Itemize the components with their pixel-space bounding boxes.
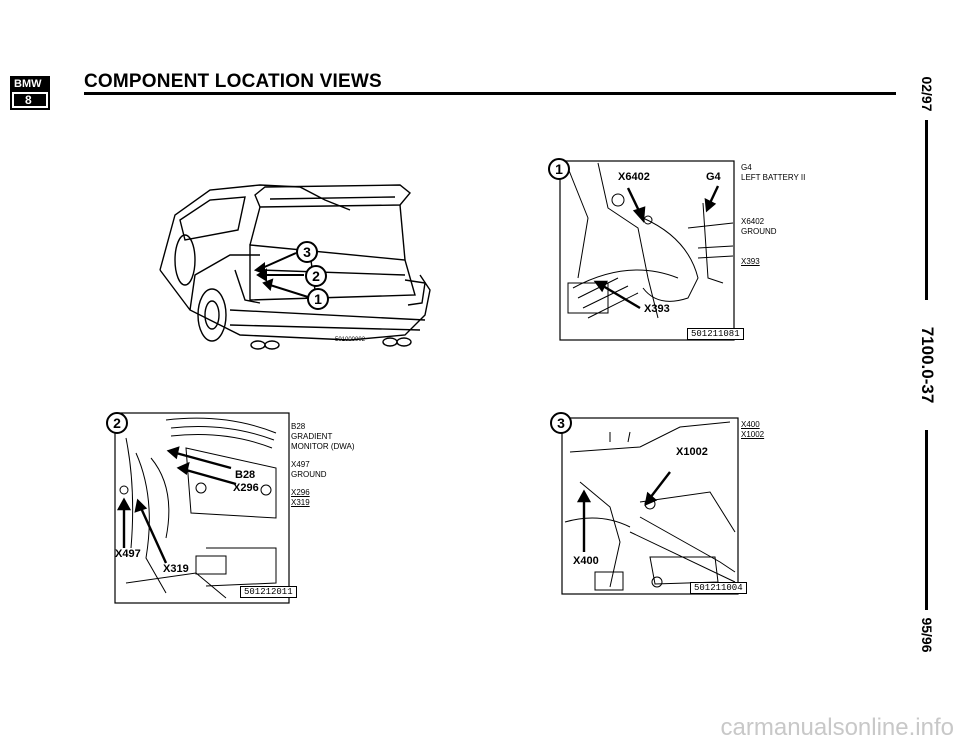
view-3-label-x1002: X1002: [676, 446, 708, 458]
view-3-figure: 3 X1002 X400 501211004: [550, 412, 747, 595]
view-2-number: 2: [106, 412, 128, 434]
view-1-label-x6402: X6402: [618, 171, 650, 183]
view-1-figure: 1 X6402 G4 X393 501211081: [548, 158, 744, 341]
view-2-legend: B28 GRADIENT MONITOR (DWA) X497 GROUND X…: [291, 422, 355, 508]
bmw-logo: BMW 8: [10, 76, 68, 110]
view-1-legend: G4 LEFT BATTERY II X6402 GROUND X393: [741, 163, 805, 267]
page-title: COMPONENT LOCATION VIEWS: [84, 71, 382, 92]
legend-x6402-text: GROUND: [741, 227, 777, 236]
title-rule: [84, 92, 896, 95]
view-3-number: 3: [550, 412, 572, 434]
legend-x400-code: X400: [741, 420, 760, 429]
legend-x319-code: X319: [291, 498, 310, 507]
legend-g4-code: G4: [741, 163, 752, 172]
car-part-number: 501000002: [335, 337, 366, 343]
legend-x1002-code: X1002: [741, 430, 765, 439]
view-1-part-number: 501211081: [687, 328, 744, 340]
view-1-label-x393: X393: [644, 303, 670, 315]
legend-x393-code: X393: [741, 257, 760, 266]
view-3-legend: X400 X1002: [741, 420, 764, 440]
view-2-label-x497: X497: [115, 548, 141, 560]
view-3-drawing: [561, 417, 739, 595]
car-overview-figure: 3 2 1 501000002: [150, 175, 440, 355]
car-callout-1: 1: [307, 288, 329, 310]
car-drawing: [159, 184, 431, 350]
margin-rule-top: [925, 120, 928, 300]
model-years: 95/96: [919, 617, 935, 653]
bmw-logo-number: 8: [25, 93, 32, 107]
revision-date: 02/97: [919, 76, 935, 112]
bmw-logo-text: BMW: [14, 78, 42, 90]
view-1-label-g4: G4: [706, 171, 721, 183]
legend-x497-code: X497: [291, 460, 310, 469]
view-2-label-b28: B28: [235, 469, 256, 481]
margin-rule-bottom: [925, 430, 928, 610]
legend-b28-line-1: GRADIENT: [291, 432, 333, 441]
view-3-part-number: 501211004: [690, 582, 747, 594]
view-2-label-x319: X319: [163, 563, 189, 575]
view-1-drawing: [559, 160, 735, 341]
view-3-label-x400: X400: [573, 555, 599, 567]
legend-g4-text: LEFT BATTERY II: [741, 173, 806, 182]
page-number: 7100.0-37: [918, 326, 937, 404]
legend-x296-code: X296: [291, 488, 310, 497]
legend-b28-line-2: MONITOR (DWA): [291, 442, 355, 451]
view-2-figure: 2 B28 X296 X497 X319 501212011: [106, 408, 297, 604]
view-2-drawing: [114, 412, 290, 604]
legend-x497-line-1: GROUND: [291, 470, 327, 479]
view-2-part-number: 501212011: [240, 586, 297, 598]
car-callout-3: 3: [296, 241, 318, 263]
view-1-number: 1: [548, 158, 570, 180]
legend-b28-code: B28: [291, 422, 306, 431]
legend-x6402-code: X6402: [741, 217, 765, 226]
watermark-text: carmanualsonline.info: [720, 714, 954, 741]
view-2-label-x296: X296: [233, 482, 259, 494]
car-callout-2: 2: [305, 265, 327, 287]
